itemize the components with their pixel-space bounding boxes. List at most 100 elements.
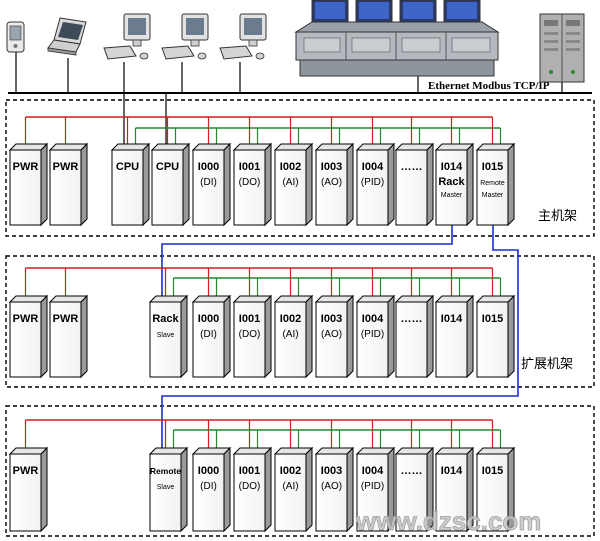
module-label: PWR xyxy=(53,313,79,325)
network-label: Ethernet Modbus TCP/IP xyxy=(428,80,550,92)
module-0-9: …… xyxy=(394,142,435,227)
module-label: CPU xyxy=(156,161,179,173)
module-sublabel: (DI) xyxy=(200,481,217,492)
cpu-ethernet-links xyxy=(123,93,167,150)
module-sublabel: (DO) xyxy=(239,177,261,188)
module-2-5: I003 (AO) xyxy=(314,446,355,533)
module-label: I004 xyxy=(362,161,384,173)
module-2-6: I004 (PID) xyxy=(355,446,396,533)
module-0-6: I002 (AI) xyxy=(273,142,314,227)
module-0-7: I003 (AO) xyxy=(314,142,355,227)
module-label: I002 xyxy=(280,465,301,477)
module-label: I000 xyxy=(198,313,219,325)
module-0-8: I004 (PID) xyxy=(355,142,396,227)
module-label: I014 xyxy=(441,161,463,173)
module-2-0: PWR xyxy=(8,446,49,533)
module-label: I003 xyxy=(321,313,342,325)
module-2-2: I000 (DI) xyxy=(191,446,232,533)
module-label: PWR xyxy=(53,161,79,173)
module-label: I001 xyxy=(239,161,260,173)
module-label: Remote xyxy=(150,466,181,476)
laptop-icon xyxy=(47,17,87,56)
main-rack-label: 主机架 xyxy=(538,209,577,224)
module-2-3: I001(DO) xyxy=(232,446,273,533)
module-0-5: I001 (DO) xyxy=(232,142,273,227)
module-1-0: PWR xyxy=(8,294,49,379)
module-sublabel: (PID) xyxy=(361,481,384,492)
remote-rack-frame xyxy=(5,405,595,537)
module-label: I004 xyxy=(362,313,384,325)
module-1-1: PWR xyxy=(48,294,89,379)
module-sublabel: Slave xyxy=(157,332,175,339)
module-sublabel: (DI) xyxy=(200,177,217,188)
module-label: …… xyxy=(401,465,423,477)
workstation-icon xyxy=(103,13,151,60)
module-sublabel: (DI) xyxy=(200,329,217,340)
operator-console-icon xyxy=(294,0,500,77)
module-label: PWR xyxy=(13,465,39,477)
module-0-4: I000 (DI) xyxy=(191,142,232,227)
module-1-7: I004 (PID) xyxy=(355,294,396,379)
module-0-3: CPU xyxy=(150,142,191,227)
module-label: I002 xyxy=(280,161,301,173)
module-sublabel: (PID) xyxy=(361,177,384,188)
module-label: CPU xyxy=(116,161,139,173)
module-2-7: …… xyxy=(394,446,435,533)
module-0-2: CPU xyxy=(110,142,151,227)
device-drops xyxy=(15,52,563,93)
module-sublabel: Rack xyxy=(438,176,465,188)
module-2-9: I015 xyxy=(475,446,516,533)
module-sublabel-2: Master xyxy=(441,192,463,199)
module-2-4: I002 (AI) xyxy=(273,446,314,533)
module-sublabel: (AI) xyxy=(282,177,298,188)
module-label: Rack xyxy=(152,313,179,325)
main-rack-modules: PWR PWR CPU CPU I000 (DI) I001 (DO) I002 (AI) I003… xyxy=(8,116,516,227)
module-label: I003 xyxy=(321,465,342,477)
module-label: I014 xyxy=(441,465,463,477)
module-label: I001 xyxy=(239,313,260,325)
module-1-10: I015 xyxy=(475,294,516,379)
module-label: I000 xyxy=(198,161,219,173)
module-label: I004 xyxy=(362,465,384,477)
module-sublabel: Slave xyxy=(157,484,175,491)
module-sublabel: (AI) xyxy=(282,481,298,492)
module-label: I000 xyxy=(198,465,219,477)
module-1-8: …… xyxy=(394,294,435,379)
main-rack-frame xyxy=(5,99,595,237)
module-label: PWR xyxy=(13,161,39,173)
module-0-1: PWR xyxy=(48,142,89,227)
workstation-icon xyxy=(219,13,267,60)
module-sublabel-2: Master xyxy=(482,192,504,199)
module-label: I015 xyxy=(482,465,503,477)
module-label: I002 xyxy=(280,313,301,325)
module-sublabel: (AO) xyxy=(321,329,342,340)
module-sublabel: (AO) xyxy=(321,481,342,492)
module-0-0: PWR xyxy=(8,142,49,227)
module-label: PWR xyxy=(13,313,39,325)
module-1-5: I002 (AI) xyxy=(273,294,314,379)
module-label: I015 xyxy=(482,313,503,325)
module-1-3: I000 (DI) xyxy=(191,294,232,379)
module-sublabel: (PID) xyxy=(361,329,384,340)
module-label: I003 xyxy=(321,161,342,173)
pda-icon xyxy=(6,21,25,53)
module-sublabel: (AO) xyxy=(321,177,342,188)
module-label: I014 xyxy=(441,313,463,325)
module-sublabel: (AI) xyxy=(282,329,298,340)
module-label: I015 xyxy=(482,161,503,173)
module-label: …… xyxy=(401,161,423,173)
server-rack-icon xyxy=(539,13,585,83)
module-1-4: I001 (DO) xyxy=(232,294,273,379)
module-sublabel: (DO) xyxy=(239,481,261,492)
module-1-9: I014 xyxy=(434,294,475,379)
module-sublabel: (DO) xyxy=(239,329,261,340)
module-label: …… xyxy=(401,313,423,325)
